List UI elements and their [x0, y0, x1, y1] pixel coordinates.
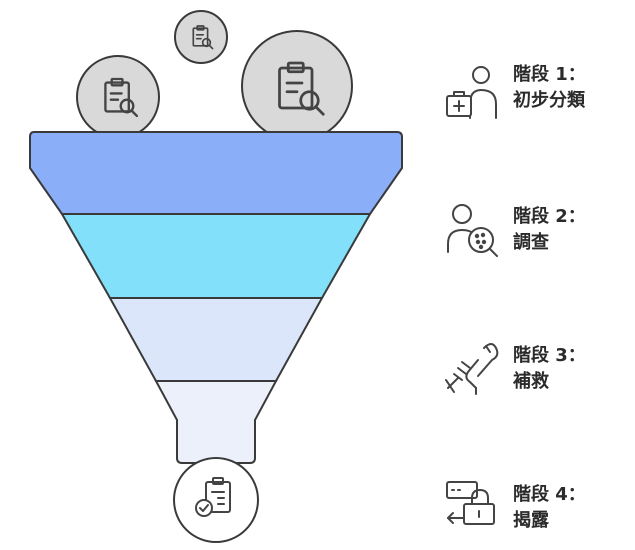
stage-4-label: 階段 4： 揭露 — [513, 482, 586, 534]
hand-wrench-icon — [445, 343, 499, 395]
input-document-medium — [76, 55, 160, 139]
funnel-segment-2 — [60, 213, 372, 299]
stage-1-subtitle: 初步分類 — [513, 90, 585, 111]
stage-3-label: 階段 3： 補救 — [513, 343, 586, 395]
medical-kit-person-icon — [446, 66, 497, 119]
stage-3-title: 階段 3： — [513, 345, 586, 366]
stage-2-label: 階段 2： 調查 — [513, 204, 586, 256]
funnel-segment-1 — [29, 131, 403, 215]
stage-2-subtitle: 調查 — [513, 232, 549, 253]
unlock-exit-icon — [446, 481, 495, 525]
funnel-segment-4 — [154, 380, 278, 464]
output-document — [173, 457, 259, 543]
stage-4-subtitle: 揭露 — [513, 510, 549, 531]
stage-2-title: 階段 2： — [513, 206, 586, 227]
stage-4-title: 階段 4： — [513, 484, 586, 505]
clipboard-search-icon — [278, 61, 325, 116]
clipboard-search-icon — [104, 77, 139, 118]
input-document-small — [174, 10, 228, 64]
input-document-large — [241, 30, 353, 142]
clipboard-check-icon — [195, 477, 231, 517]
stage-3-subtitle: 補救 — [513, 371, 549, 392]
clipboard-search-icon — [192, 25, 214, 50]
stage-1-title: 階段 1： — [513, 64, 586, 85]
stage-1-label: 階段 1： 初步分類 — [513, 62, 586, 114]
person-magnifier-icon — [447, 204, 498, 257]
funnel-segment-3 — [108, 297, 324, 382]
